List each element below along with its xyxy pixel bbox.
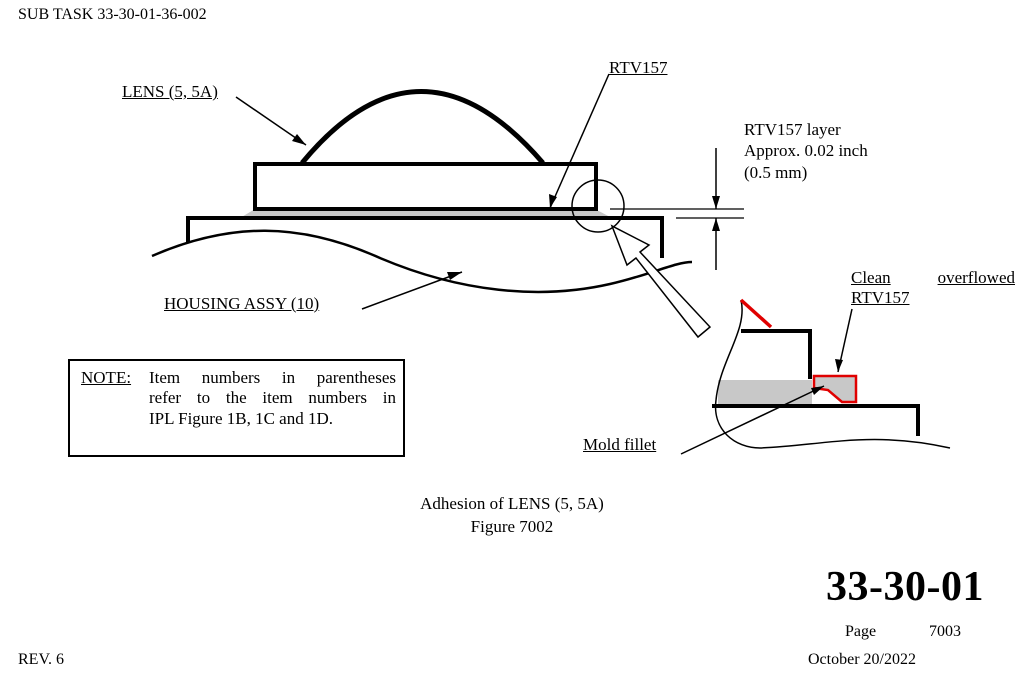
note-line: refer to the item numbers in bbox=[149, 388, 396, 408]
revision-date: October 20/2022 bbox=[808, 651, 916, 668]
leader-rtv bbox=[549, 73, 610, 209]
housing-break-line bbox=[151, 229, 693, 294]
housing-top bbox=[186, 216, 664, 258]
detail-arrow bbox=[610, 224, 712, 339]
red-lens-mark bbox=[739, 298, 773, 329]
page-label: Page bbox=[845, 623, 877, 640]
detail-lens-edge bbox=[741, 329, 812, 379]
figure-caption: Adhesion of LENS (5, 5A) Figure 7002 bbox=[0, 493, 1024, 539]
label-rtv-layer-line2: Approx. 0.02 inch bbox=[744, 141, 868, 161]
label-clean-word2: overflowed bbox=[937, 268, 1015, 287]
caption-title: Adhesion of LENS (5, 5A) bbox=[420, 494, 604, 513]
label-housing: HOUSING ASSY (10) bbox=[164, 294, 320, 313]
note-head: NOTE: bbox=[81, 368, 132, 387]
leader-lens bbox=[235, 96, 307, 146]
label-clean-overflow: Clean overflowed RTV157 bbox=[851, 268, 1015, 309]
detail-housing-top bbox=[712, 404, 920, 436]
detail-break-line bbox=[714, 299, 951, 449]
leader-mold bbox=[680, 385, 825, 455]
revision-number: REV. 6 bbox=[18, 651, 64, 668]
chapter-number: 33-30-01 bbox=[826, 564, 984, 610]
lens-dome bbox=[300, 89, 545, 165]
label-clean-line2: RTV157 bbox=[851, 288, 910, 308]
label-lens: LENS (5, 5A) bbox=[122, 82, 218, 101]
note-line: IPL Figure 1B, 1C and 1D. bbox=[149, 408, 334, 428]
subtask-header: SUB TASK 33-30-01-36-002 bbox=[18, 6, 207, 23]
label-rtv-layer: RTV157 layer Approx. 0.02 inch (0.5 mm) bbox=[744, 119, 868, 183]
label-rtv-layer-line1: RTV157 layer bbox=[744, 120, 841, 139]
label-clean-word1: Clean bbox=[851, 268, 891, 287]
lens-base bbox=[253, 162, 598, 211]
page-number: 7003 bbox=[929, 623, 961, 640]
detail-circle bbox=[571, 179, 625, 233]
note-box: NOTE: Item numbers in parentheses refer … bbox=[68, 359, 405, 457]
note-line: Item numbers in parentheses bbox=[149, 368, 396, 387]
label-rtv157: RTV157 bbox=[609, 58, 668, 77]
label-rtv-layer-line3: (0.5 mm) bbox=[744, 162, 808, 182]
leader-housing bbox=[361, 271, 463, 310]
caption-figure-number: Figure 7002 bbox=[470, 516, 554, 536]
rtv-layer bbox=[240, 209, 612, 218]
label-mold-fillet: Mold fillet bbox=[583, 435, 657, 454]
note-body: Item numbers in parentheses refer to the… bbox=[149, 368, 396, 429]
detail-rtv-layer bbox=[718, 380, 812, 406]
